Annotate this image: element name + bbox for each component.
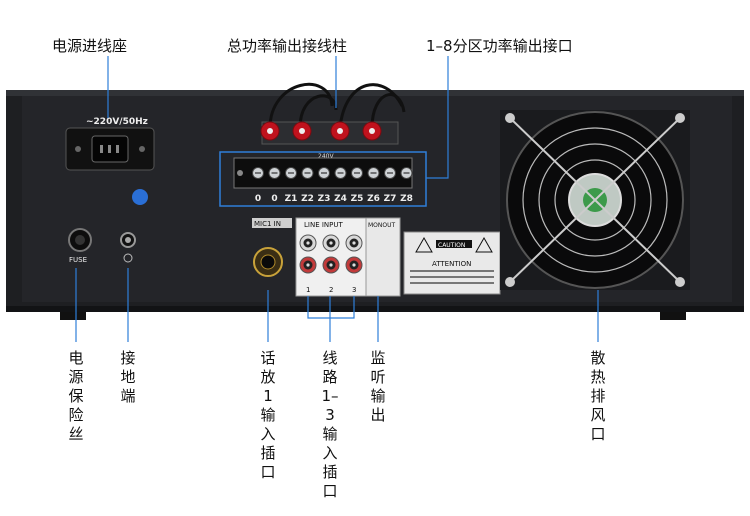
label-fuse: 电源保险丝 xyxy=(68,349,84,443)
terminal-label: Z8 xyxy=(400,194,413,204)
rca-jack xyxy=(345,234,363,252)
label-ground: 接地端 xyxy=(120,349,136,405)
strip-mount-screw xyxy=(237,170,243,176)
label-mic-input: 话放1输入插口 xyxy=(260,349,276,481)
label-line-input: 线路1–3输入插口 xyxy=(321,349,339,500)
mic-input-jack xyxy=(253,247,283,277)
caution-text: CAUTION xyxy=(438,242,465,249)
foot-left xyxy=(60,312,86,320)
mic-in-plate xyxy=(252,218,292,228)
terminal-label: Z1 xyxy=(285,194,298,204)
label-zone-output: 1–8分区功率输出接口 xyxy=(426,37,573,55)
terminal-screws xyxy=(237,167,413,179)
fuse-holder xyxy=(68,228,92,252)
rca-jack xyxy=(322,256,340,274)
terminal-label: Z2 xyxy=(301,194,314,204)
power-inlet xyxy=(65,127,155,171)
terminal-label: Z3 xyxy=(318,194,331,204)
line-input-label: LINE INPUT xyxy=(304,221,343,229)
label-total-power-terminal: 总功率输出接线柱 xyxy=(227,37,348,55)
mic-in-label: MIC1 IN xyxy=(254,220,281,228)
total-power-terminals xyxy=(260,82,406,145)
terminal-label: Z5 xyxy=(351,194,364,204)
terminal-label: 0 xyxy=(271,194,277,204)
voltage-label: ~220V/50Hz xyxy=(86,117,148,127)
mono-out-label: MONOUT xyxy=(368,222,396,229)
attention-text: ATTENTION xyxy=(432,260,471,268)
terminal-label: 0 xyxy=(255,194,261,204)
rca-jack xyxy=(299,256,317,274)
warning-sticker xyxy=(132,189,148,205)
rca-jack xyxy=(345,256,363,274)
terminal-label: Z7 xyxy=(384,194,397,204)
channel-3-label: 3 xyxy=(352,286,356,294)
label-monitor-output: 监听输出 xyxy=(370,349,386,424)
chassis-top-edge xyxy=(6,90,744,96)
cooling-fan xyxy=(500,110,690,290)
rca-jack xyxy=(299,234,317,252)
mono-out-panel xyxy=(365,217,401,297)
chassis-bottom-edge xyxy=(6,306,744,312)
leader-zone-output xyxy=(426,56,449,179)
foot-right xyxy=(660,312,686,320)
label-power-inlet: 电源进线座 xyxy=(52,37,128,55)
terminal-voltage-label: 240V xyxy=(318,153,334,160)
label-vent: 散热排风口 xyxy=(590,349,606,443)
fuse-label: FUSE xyxy=(69,256,87,264)
channel-1-label: 1 xyxy=(306,286,310,294)
zone-output-highlight xyxy=(219,151,427,207)
ground-terminal xyxy=(120,232,136,263)
terminal-label: Z6 xyxy=(367,194,380,204)
terminal-label: Z4 xyxy=(334,194,347,204)
channel-2-label: 2 xyxy=(329,286,333,294)
leader-line-input-bracket xyxy=(307,296,355,319)
rca-jack xyxy=(322,234,340,252)
